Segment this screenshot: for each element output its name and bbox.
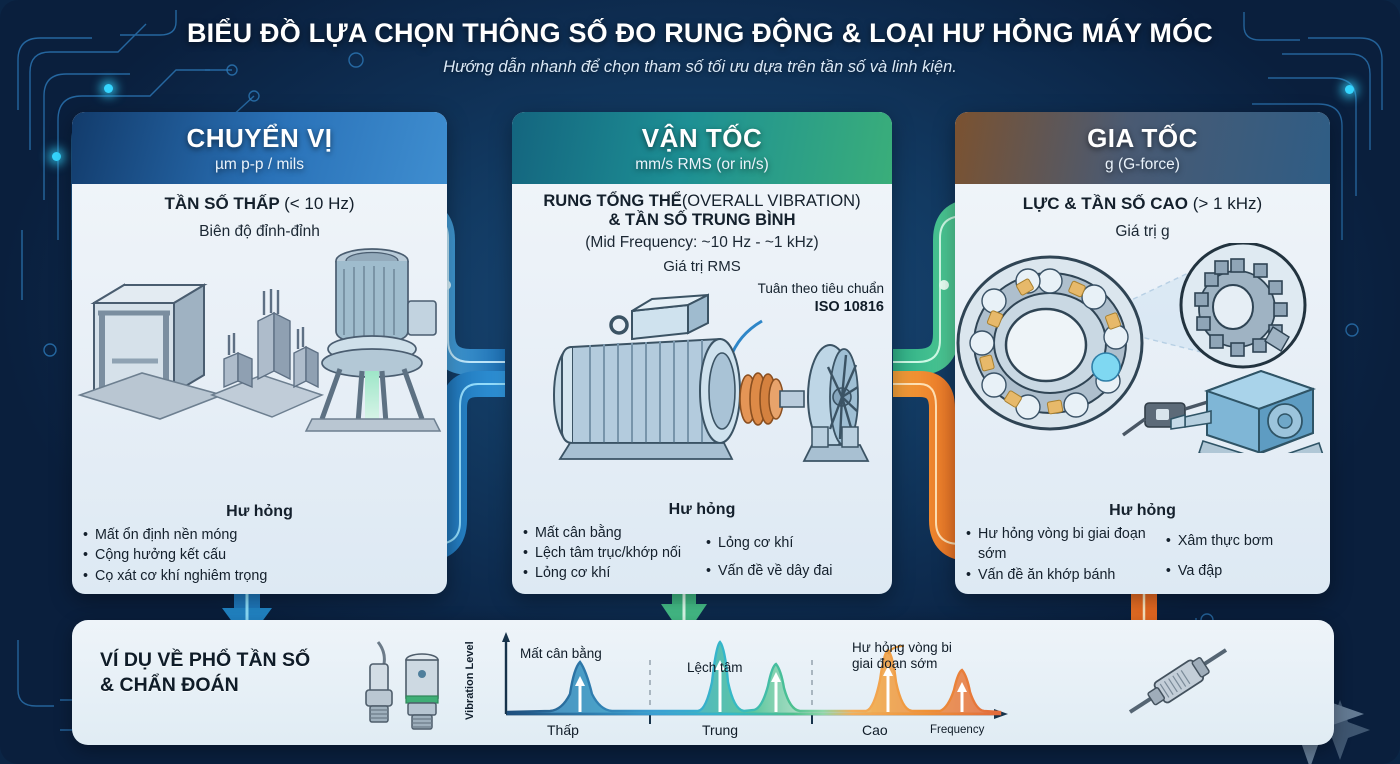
spectrum-title-line1: VÍ DỤ VỀ PHỔ TẦN SỐ [100, 649, 311, 671]
list-item: Mất cân bằng [522, 523, 699, 544]
card-velocity-band-sub2: Giá trị RMS [663, 258, 741, 275]
fail-list-acceleration-right: Xâm thực bơm Va đập [1165, 524, 1320, 586]
iso-callout: Tuân theo tiêu chuẩn ISO 10816 [758, 281, 884, 316]
fail-columns: Mất cân bằng Lệch tâm trục/khớp nối Lỏng… [522, 523, 882, 586]
card-displacement-header: CHUYỂN VỊ µm p-p / mils [72, 112, 447, 184]
list-item: Vấn đề ăn khớp bánh [965, 565, 1159, 586]
card-displacement-unit: µm p-p / mils [214, 155, 305, 173]
list-item: Cộng hưởng kết cấu [82, 545, 437, 566]
spectrum-svg [502, 632, 1008, 724]
card-velocity-body: RUNG TỔNG THỂ(OVERALL VIBRATION) & TẦN S… [512, 184, 892, 594]
card-displacement-title: CHUYỂN VỊ [186, 122, 333, 153]
list-item: Lỏng cơ khí [705, 529, 882, 558]
chart-band-label-low: Thấp [547, 722, 579, 738]
card-displacement-band-main: TẦN SỐ THẤP (< 10 Hz) [80, 194, 439, 214]
list-item: Hư hỏng vòng bi giai đoạn sớm [965, 524, 1159, 565]
fail-heading: Hư hỏng [668, 500, 736, 518]
card-acceleration-band-sub: Giá trị g [1115, 223, 1170, 240]
card-velocity-header: VẬN TỐC mm/s RMS (or in/s) [512, 112, 892, 184]
acceleration-illustration [955, 243, 1330, 502]
velocity-failures: Hư hỏng Mất cân bằng Lệch tâm trục/khớp … [512, 501, 892, 594]
card-velocity-unit: mm/s RMS (or in/s) [635, 155, 769, 173]
spectrum-panel-title: VÍ DỤ VỀ PHỔ TẦN SỐ & CHẨN ĐOÁN [100, 648, 350, 698]
list-item: Xâm thực bơm [1165, 526, 1320, 556]
list-item: Lệch tâm trục/khớp nối [522, 543, 699, 564]
bearing-label-line2: giai đoạn sớm [852, 655, 938, 671]
chart-annotation-misalignment: Lệch tâm [687, 660, 743, 675]
frequency-spectrum-chart: Vibration Level [462, 624, 1022, 744]
fail-heading: Hư hỏng [226, 503, 293, 521]
band-main-bold: LỰC & TẦN SỐ CAO [1022, 194, 1189, 213]
card-velocity-band-main: RUNG TỔNG THỂ(OVERALL VIBRATION) [520, 192, 884, 211]
glow-dot [1345, 85, 1354, 94]
list-item: Mất ổn định nền móng [82, 525, 437, 546]
chart-annotation-unbalance: Mất cân bằng [520, 646, 602, 661]
chart-annotation-bearing: Hư hỏng vòng bi giai đoạn sớm [852, 640, 952, 671]
list-item: Va đập [1165, 556, 1320, 586]
band-main-bold: TẦN SỐ THẤP [164, 194, 280, 213]
card-acceleration-body: LỰC & TẦN SỐ CAO (> 1 kHz) Giá trị g [955, 184, 1330, 594]
iso-callout-line1: Tuân theo tiêu chuẩn [757, 281, 884, 296]
spectrum-title-line2: & CHẨN ĐOÁN [100, 673, 239, 696]
fail-heading: Hư hỏng [1109, 501, 1176, 519]
card-velocity-band-sub: (Mid Frequency: ~10 Hz - ~1 kHz) [585, 234, 819, 251]
card-velocity[interactable]: VẬN TỐC mm/s RMS (or in/s) RUNG TỔNG THỂ… [512, 112, 892, 594]
page-subtitle: Hướng dẫn nhanh để chọn tham số tối ưu d… [443, 58, 957, 76]
card-displacement-band: TẦN SỐ THẤP (< 10 Hz) Biên độ đỉnh-đỉnh [72, 184, 447, 243]
chart-band-label-high: Cao [862, 722, 888, 738]
fail-list-acceleration-left: Hư hỏng vòng bi giai đoạn sớm Vấn đề ăn … [965, 524, 1159, 586]
fail-list-velocity-right: Lỏng cơ khí Vấn đề về dây đai [705, 523, 882, 586]
bearing-label-line1: Hư hỏng vòng bi [852, 640, 952, 655]
card-velocity-title: VẬN TỐC [641, 122, 763, 153]
band-main-reg: (> 1 kHz) [1192, 194, 1263, 213]
page-title: BIỂU ĐỒ LỰA CHỌN THÔNG SỐ ĐO RUNG ĐỘNG &… [186, 18, 1213, 48]
accelerometer-sensors-icon [365, 641, 439, 730]
card-acceleration-unit: g (G-force) [1105, 155, 1180, 173]
displacement-failures: Hư hỏng Mất ổn định nền móng Cộng hưởng … [72, 503, 447, 594]
list-item: Vấn đề về dây đai [705, 557, 882, 586]
list-item: Lỏng cơ khí [522, 563, 699, 584]
card-acceleration-title: GIA TỐC [1087, 122, 1198, 153]
card-displacement-body: TẦN SỐ THẤP (< 10 Hz) Biên độ đỉnh-đỉnh [72, 184, 447, 594]
card-acceleration-header: GIA TỐC g (G-force) [955, 112, 1330, 184]
card-velocity-band-main2: & TẦN SỐ TRUNG BÌNH [608, 211, 796, 229]
card-displacement[interactable]: CHUYỂN VỊ µm p-p / mils TẦN SỐ THẤP (< 1… [72, 112, 447, 594]
page-header: BIỂU ĐỒ LỰA CHỌN THÔNG SỐ ĐO RUNG ĐỘNG &… [0, 18, 1400, 77]
card-acceleration[interactable]: GIA TỐC g (G-force) LỰC & TẦN SỐ CAO (> … [955, 112, 1330, 594]
spectrum-panel[interactable]: VÍ DỤ VỀ PHỔ TẦN SỐ & CHẨN ĐOÁN [72, 620, 1334, 745]
band-main-reg: (OVERALL VIBRATION) [681, 192, 861, 210]
band-main-bold: RUNG TỔNG THỂ [543, 192, 682, 210]
card-displacement-band-sub: Biên độ đỉnh-đỉnh [199, 223, 320, 240]
band-main-reg: (< 10 Hz) [284, 194, 355, 213]
card-acceleration-band-main: LỰC & TẦN SỐ CAO (> 1 kHz) [963, 194, 1322, 214]
fail-columns: Hư hỏng vòng bi giai đoạn sớm Vấn đề ăn … [965, 524, 1320, 586]
fail-list-displacement: Mất ổn định nền móng Cộng hưởng kết cấu … [82, 525, 437, 586]
acceleration-failures: Hư hỏng Hư hỏng vòng bi giai đoạn sớm Vấ… [955, 502, 1330, 594]
card-acceleration-band: LỰC & TẦN SỐ CAO (> 1 kHz) Giá trị g [955, 184, 1330, 243]
chart-y-axis-label: Vibration Level [464, 641, 476, 720]
chart-band-label-mid: Trung [702, 722, 739, 738]
fail-list-velocity-left: Mất cân bằng Lệch tâm trục/khớp nối Lỏng… [522, 523, 699, 586]
sensor-cable-connector-icon [1128, 648, 1228, 714]
displacement-illustration [72, 243, 447, 503]
iso-callout-line2: ISO 10816 [814, 298, 884, 315]
chart-x-axis-label: Frequency [930, 724, 985, 736]
card-velocity-band: RUNG TỔNG THỂ(OVERALL VIBRATION) & TẦN S… [512, 184, 892, 277]
list-item: Cọ xát cơ khí nghiêm trọng [82, 566, 437, 587]
velocity-illustration: Tuân theo tiêu chuẩn ISO 10816 [512, 277, 892, 501]
glow-dot [104, 84, 113, 93]
glow-dot [52, 152, 61, 161]
